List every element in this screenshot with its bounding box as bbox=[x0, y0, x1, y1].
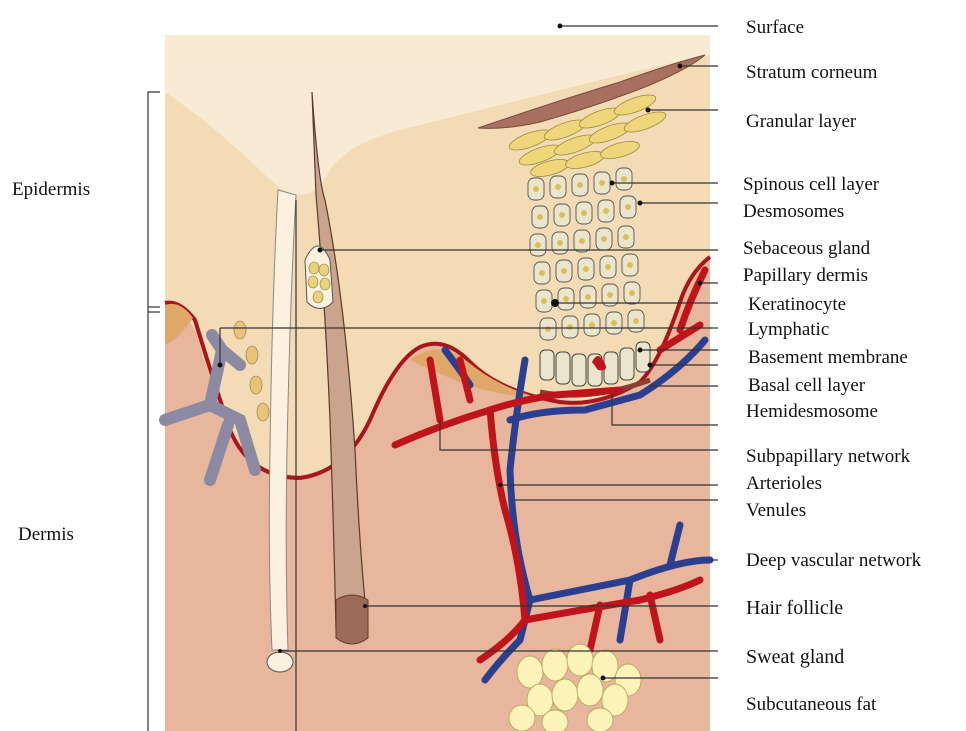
label-surface: Surface bbox=[746, 17, 804, 38]
label-deep-vascular-network: Deep vascular network bbox=[746, 550, 922, 571]
hair-bulb bbox=[336, 595, 368, 644]
sweat-gland-coil bbox=[267, 652, 293, 672]
label-lymphatic: Lymphatic bbox=[748, 319, 829, 340]
region-bracket bbox=[148, 92, 160, 731]
label-stratum-corneum: Stratum corneum bbox=[746, 62, 878, 83]
label-venules: Venules bbox=[746, 500, 806, 521]
label-hair-follicle: Hair follicle bbox=[746, 597, 843, 619]
label-sweat-gland: Sweat gland bbox=[746, 646, 844, 668]
dermis-label: Dermis bbox=[18, 524, 74, 545]
label-subcutaneous-fat: Subcutaneous fat bbox=[746, 694, 877, 715]
label-keratinocyte: Keratinocyte bbox=[748, 294, 846, 315]
label-basal-cell-layer: Basal cell layer bbox=[748, 375, 866, 396]
label-granular-layer: Granular layer bbox=[746, 111, 857, 132]
label-basement-membrane: Basement membrane bbox=[748, 347, 908, 368]
label-hemidesmosome: Hemidesmosome bbox=[746, 401, 878, 422]
label-arterioles: Arterioles bbox=[746, 473, 822, 494]
label-papillary-dermis: Papillary dermis bbox=[743, 265, 868, 286]
label-spinous-cell-layer: Spinous cell layer bbox=[743, 174, 880, 195]
epidermis-label: Epidermis bbox=[12, 179, 90, 200]
label-sebaceous-gland: Sebaceous gland bbox=[743, 238, 871, 259]
label-desmosomes: Desmosomes bbox=[743, 201, 844, 222]
label-subpapillary-network: Subpapillary network bbox=[746, 446, 911, 467]
